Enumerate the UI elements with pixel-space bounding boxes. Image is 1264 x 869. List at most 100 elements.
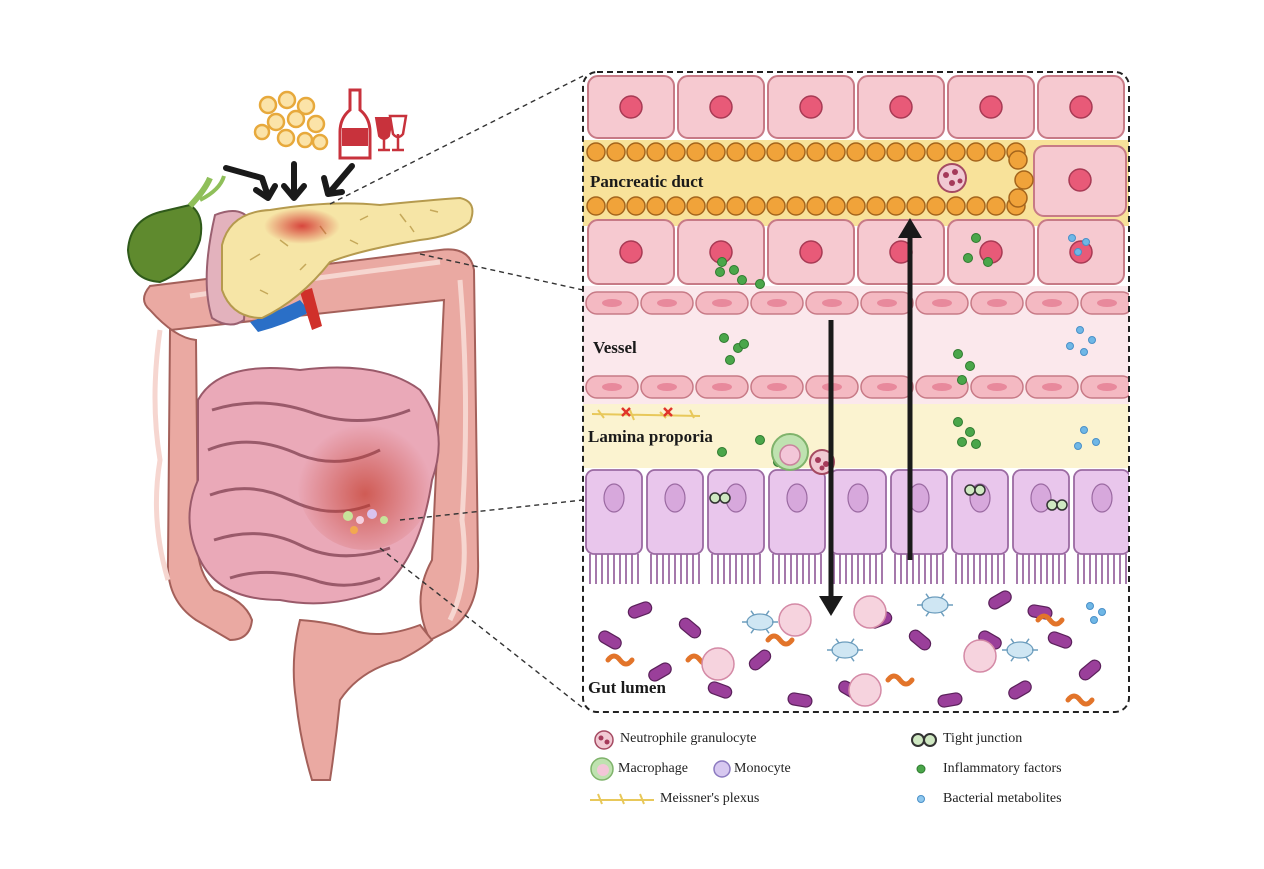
legend-inflammatory-icon [916,764,926,774]
duct-cell [686,196,706,216]
epithelial-cell [857,219,945,285]
bacterium-rod [1008,680,1032,700]
bacterial-metabolite [1080,348,1088,356]
enterocyte [829,469,887,584]
inflammatory-factor [719,333,729,343]
legend-meissner: Meissner's plexus [660,791,759,807]
duct-cell [986,142,1006,162]
duct-cell [1008,188,1028,208]
duct-cell [726,142,746,162]
epithelial-cell [1033,145,1127,217]
inflammatory-factor [755,279,765,289]
epithelial-cell [677,75,765,139]
duct-cell [666,142,686,162]
vessel-wall [585,291,1129,399]
gut-microbiota [598,590,1102,708]
virus-particle [742,610,778,634]
inflammatory-factor [965,361,975,371]
alcohol-icon [338,88,408,160]
epithelial-cell [767,75,855,139]
bacterium-rod [648,662,672,682]
bacterium-curved [1065,693,1095,707]
label-pancreatic-duct: Pancreatic duct [590,172,704,191]
epithelial-cell [677,219,765,285]
duct-cell [766,142,786,162]
duct-cell [966,142,986,162]
tissue-panel [583,72,1129,712]
translocation-arrows [819,218,922,616]
bacterium-rod [787,692,813,708]
inflammatory-factor [739,339,749,349]
bacterial-metabolite [1074,442,1082,450]
epithelial-cell [947,75,1035,139]
large-intestine [143,248,480,781]
duct-cell [946,142,966,162]
bacterial-metabolite [1068,234,1076,242]
inflammatory-factor [729,265,739,275]
label-gut-lumen: Gut lumen [588,678,666,697]
duct-cell [706,142,726,162]
duct-cell [586,196,606,216]
pancreas [221,196,474,320]
bacterial-metabolite [1088,336,1096,344]
meissner-plexus [591,409,701,421]
duct-cell [926,196,946,216]
label-vessel: Vessel [593,338,637,357]
inflammatory-factor [963,253,973,263]
epithelial-cell [587,219,675,285]
duct-cell [886,196,906,216]
legend-inflammatory: Inflammatory factors [943,761,1062,777]
legend-inflammatory-label: Inflammatory factors [943,761,1062,776]
digestive-organs-illustration [126,75,584,781]
inflammatory-factor [971,233,981,243]
intestinal-epithelium [585,469,1129,584]
duct-cell [966,196,986,216]
bacterium-rod [678,617,702,639]
bacterial-metabolite [1082,238,1090,246]
legend-monocyte-label: Monocyte [734,761,791,776]
inflammatory-factor [971,439,981,449]
virus-particle [1002,638,1038,662]
macrophage-cell [771,433,809,471]
bacterium-rod [937,692,963,708]
bacterium-rod [748,649,772,671]
coccus-cluster [963,639,997,673]
bacterium-rod [627,601,653,619]
epithelial-cell [767,219,855,285]
zoom-guide-lines [329,75,584,709]
cause-arrows-icon [223,161,355,201]
duct-cell [826,142,846,162]
coccus-cluster [853,595,887,629]
coccus-cluster [848,673,882,707]
virus-particle [917,593,953,617]
inflammatory-factor [953,349,963,359]
duct-cell [846,196,866,216]
tight-junction [964,484,986,496]
legend-neutrophil: Neutrophile granulocyte [620,731,756,747]
bacterium-rod [707,681,733,699]
inflammatory-factor [725,355,735,365]
legend-monocyte-icon [713,760,731,778]
neutrophil-cell [809,163,967,475]
inflammatory-factor [953,417,963,427]
duct-cell [866,196,886,216]
bacterial-metabolite [1076,326,1084,334]
inflammatory-factor [737,275,747,285]
gallbladder [126,175,226,284]
bacterial-metabolite [1074,248,1082,256]
enterocyte [768,469,826,584]
bacterial-metabolite [1086,602,1094,610]
bacterium-curved [765,633,795,647]
enterocyte [1012,469,1070,584]
duct-cell [946,196,966,216]
duct-cell [746,142,766,162]
legend-macrophage: Macrophage [618,761,688,777]
coccus-cluster [701,647,735,681]
legend-bacterial-icon [917,795,925,803]
bacterial-metabolite [1090,616,1098,624]
inflamed-gut-region [297,410,433,550]
duct-cell [786,142,806,162]
legend-neutrophil-icon [594,730,614,750]
legend-tight-junction-icon [911,733,937,747]
